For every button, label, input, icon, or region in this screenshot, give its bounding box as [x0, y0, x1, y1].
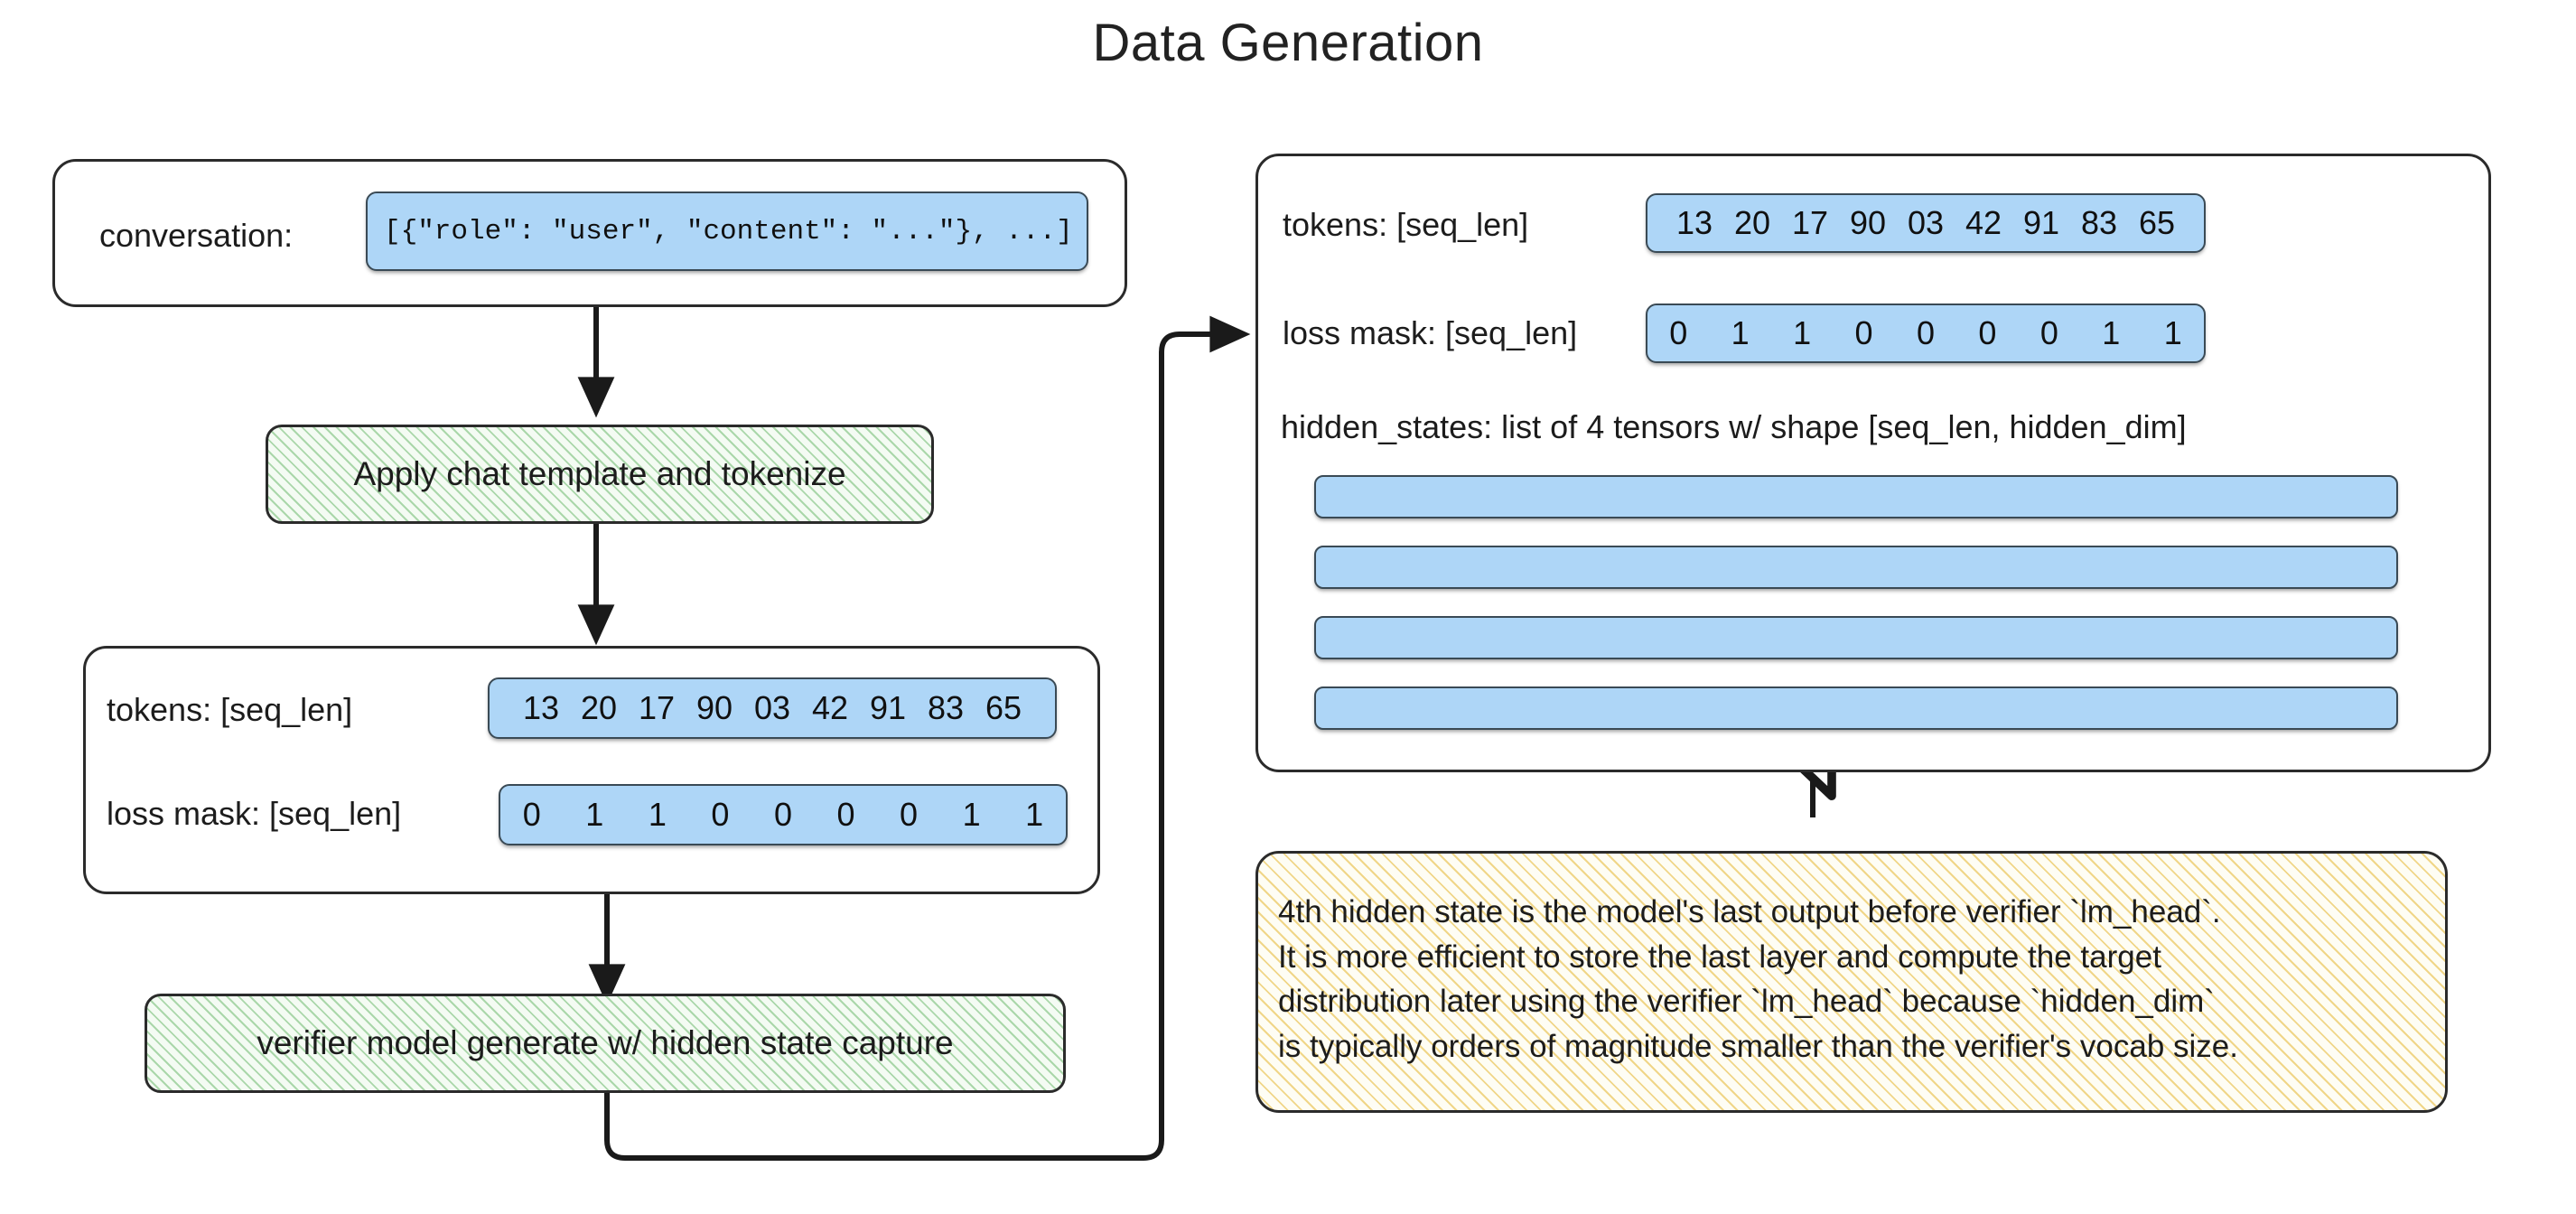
process-verifier-generate[interactable]: verifier model generate w/ hidden state … [145, 994, 1066, 1093]
token-value: 17 [638, 689, 676, 726]
tokens-values-pill: 13 20 17 90 03 42 91 83 65 [488, 677, 1057, 739]
hidden-state-bar-3 [1314, 616, 2398, 659]
mask-value: 0 [522, 796, 541, 833]
token-value: 20 [1733, 204, 1771, 241]
mask-value: 1 [2163, 314, 2182, 351]
mask-value: 0 [836, 796, 855, 833]
output-tokens-label: tokens: [seq_len] [1283, 206, 1529, 243]
mask-value: 0 [900, 796, 919, 833]
mask-value: 1 [1025, 796, 1044, 833]
output-card [1255, 154, 2491, 772]
hidden-state-bar-2 [1314, 546, 2398, 589]
token-value: 17 [1791, 204, 1829, 241]
output-loss-mask-values-pill: 0 1 1 0 0 0 0 1 1 [1646, 304, 2206, 363]
output-tokens-values-pill: 13 20 17 90 03 42 91 83 65 [1646, 193, 2206, 253]
output-loss-mask-label: loss mask: [seq_len] [1283, 314, 1578, 351]
token-value: 83 [927, 689, 965, 726]
mask-value: 0 [711, 796, 730, 833]
page-title: Data Generation [1092, 14, 1484, 72]
mask-value: 1 [962, 796, 981, 833]
mask-value: 0 [1916, 314, 1935, 351]
token-value: 83 [2080, 204, 2118, 241]
token-value: 20 [580, 689, 618, 726]
token-value: 90 [695, 689, 733, 726]
mask-value: 0 [773, 796, 792, 833]
explanatory-note: 4th hidden state is the model's last out… [1255, 851, 2448, 1113]
token-value: 42 [1965, 204, 2002, 241]
mask-value: 1 [1793, 314, 1812, 351]
loss-mask-label: loss mask: [seq_len] [107, 795, 402, 832]
token-value: 65 [2138, 204, 2176, 241]
note-line: is typically orders of magnitude smaller… [1278, 1029, 2238, 1065]
mask-value: 0 [1978, 314, 1997, 351]
mask-value: 0 [1669, 314, 1688, 351]
mask-value: 1 [1731, 314, 1750, 351]
note-line: 4th hidden state is the model's last out… [1278, 894, 2221, 929]
conversation-value-pill: [{"role": "user", "content": "..."}, ...… [366, 191, 1088, 271]
hidden-states-label: hidden_states: list of 4 tensors w/ shap… [1281, 408, 2187, 445]
token-value: 90 [1849, 204, 1887, 241]
mask-value: 1 [2102, 314, 2121, 351]
hidden-state-bar-1 [1314, 475, 2398, 518]
mask-value: 1 [648, 796, 667, 833]
hidden-state-bar-4 [1314, 686, 2398, 730]
conversation-label: conversation: [99, 217, 294, 254]
note-line: distribution later using the verifier `l… [1278, 984, 2215, 1020]
mask-value: 1 [585, 796, 604, 833]
token-value: 13 [1675, 204, 1713, 241]
token-value: 91 [869, 689, 907, 726]
mask-value: 0 [1854, 314, 1873, 351]
token-value: 42 [811, 689, 849, 726]
token-value: 65 [985, 689, 1022, 726]
token-value: 03 [1907, 204, 1945, 241]
tokens-label: tokens: [seq_len] [107, 691, 353, 728]
token-value: 03 [753, 689, 791, 726]
process-apply-chat-template[interactable]: Apply chat template and tokenize [266, 425, 934, 524]
token-value: 13 [522, 689, 560, 726]
token-value: 91 [2022, 204, 2060, 241]
mask-value: 0 [2039, 314, 2058, 351]
loss-mask-values-pill: 0 1 1 0 0 0 0 1 1 [499, 784, 1068, 845]
note-line: It is more efficient to store the last l… [1278, 939, 2161, 975]
